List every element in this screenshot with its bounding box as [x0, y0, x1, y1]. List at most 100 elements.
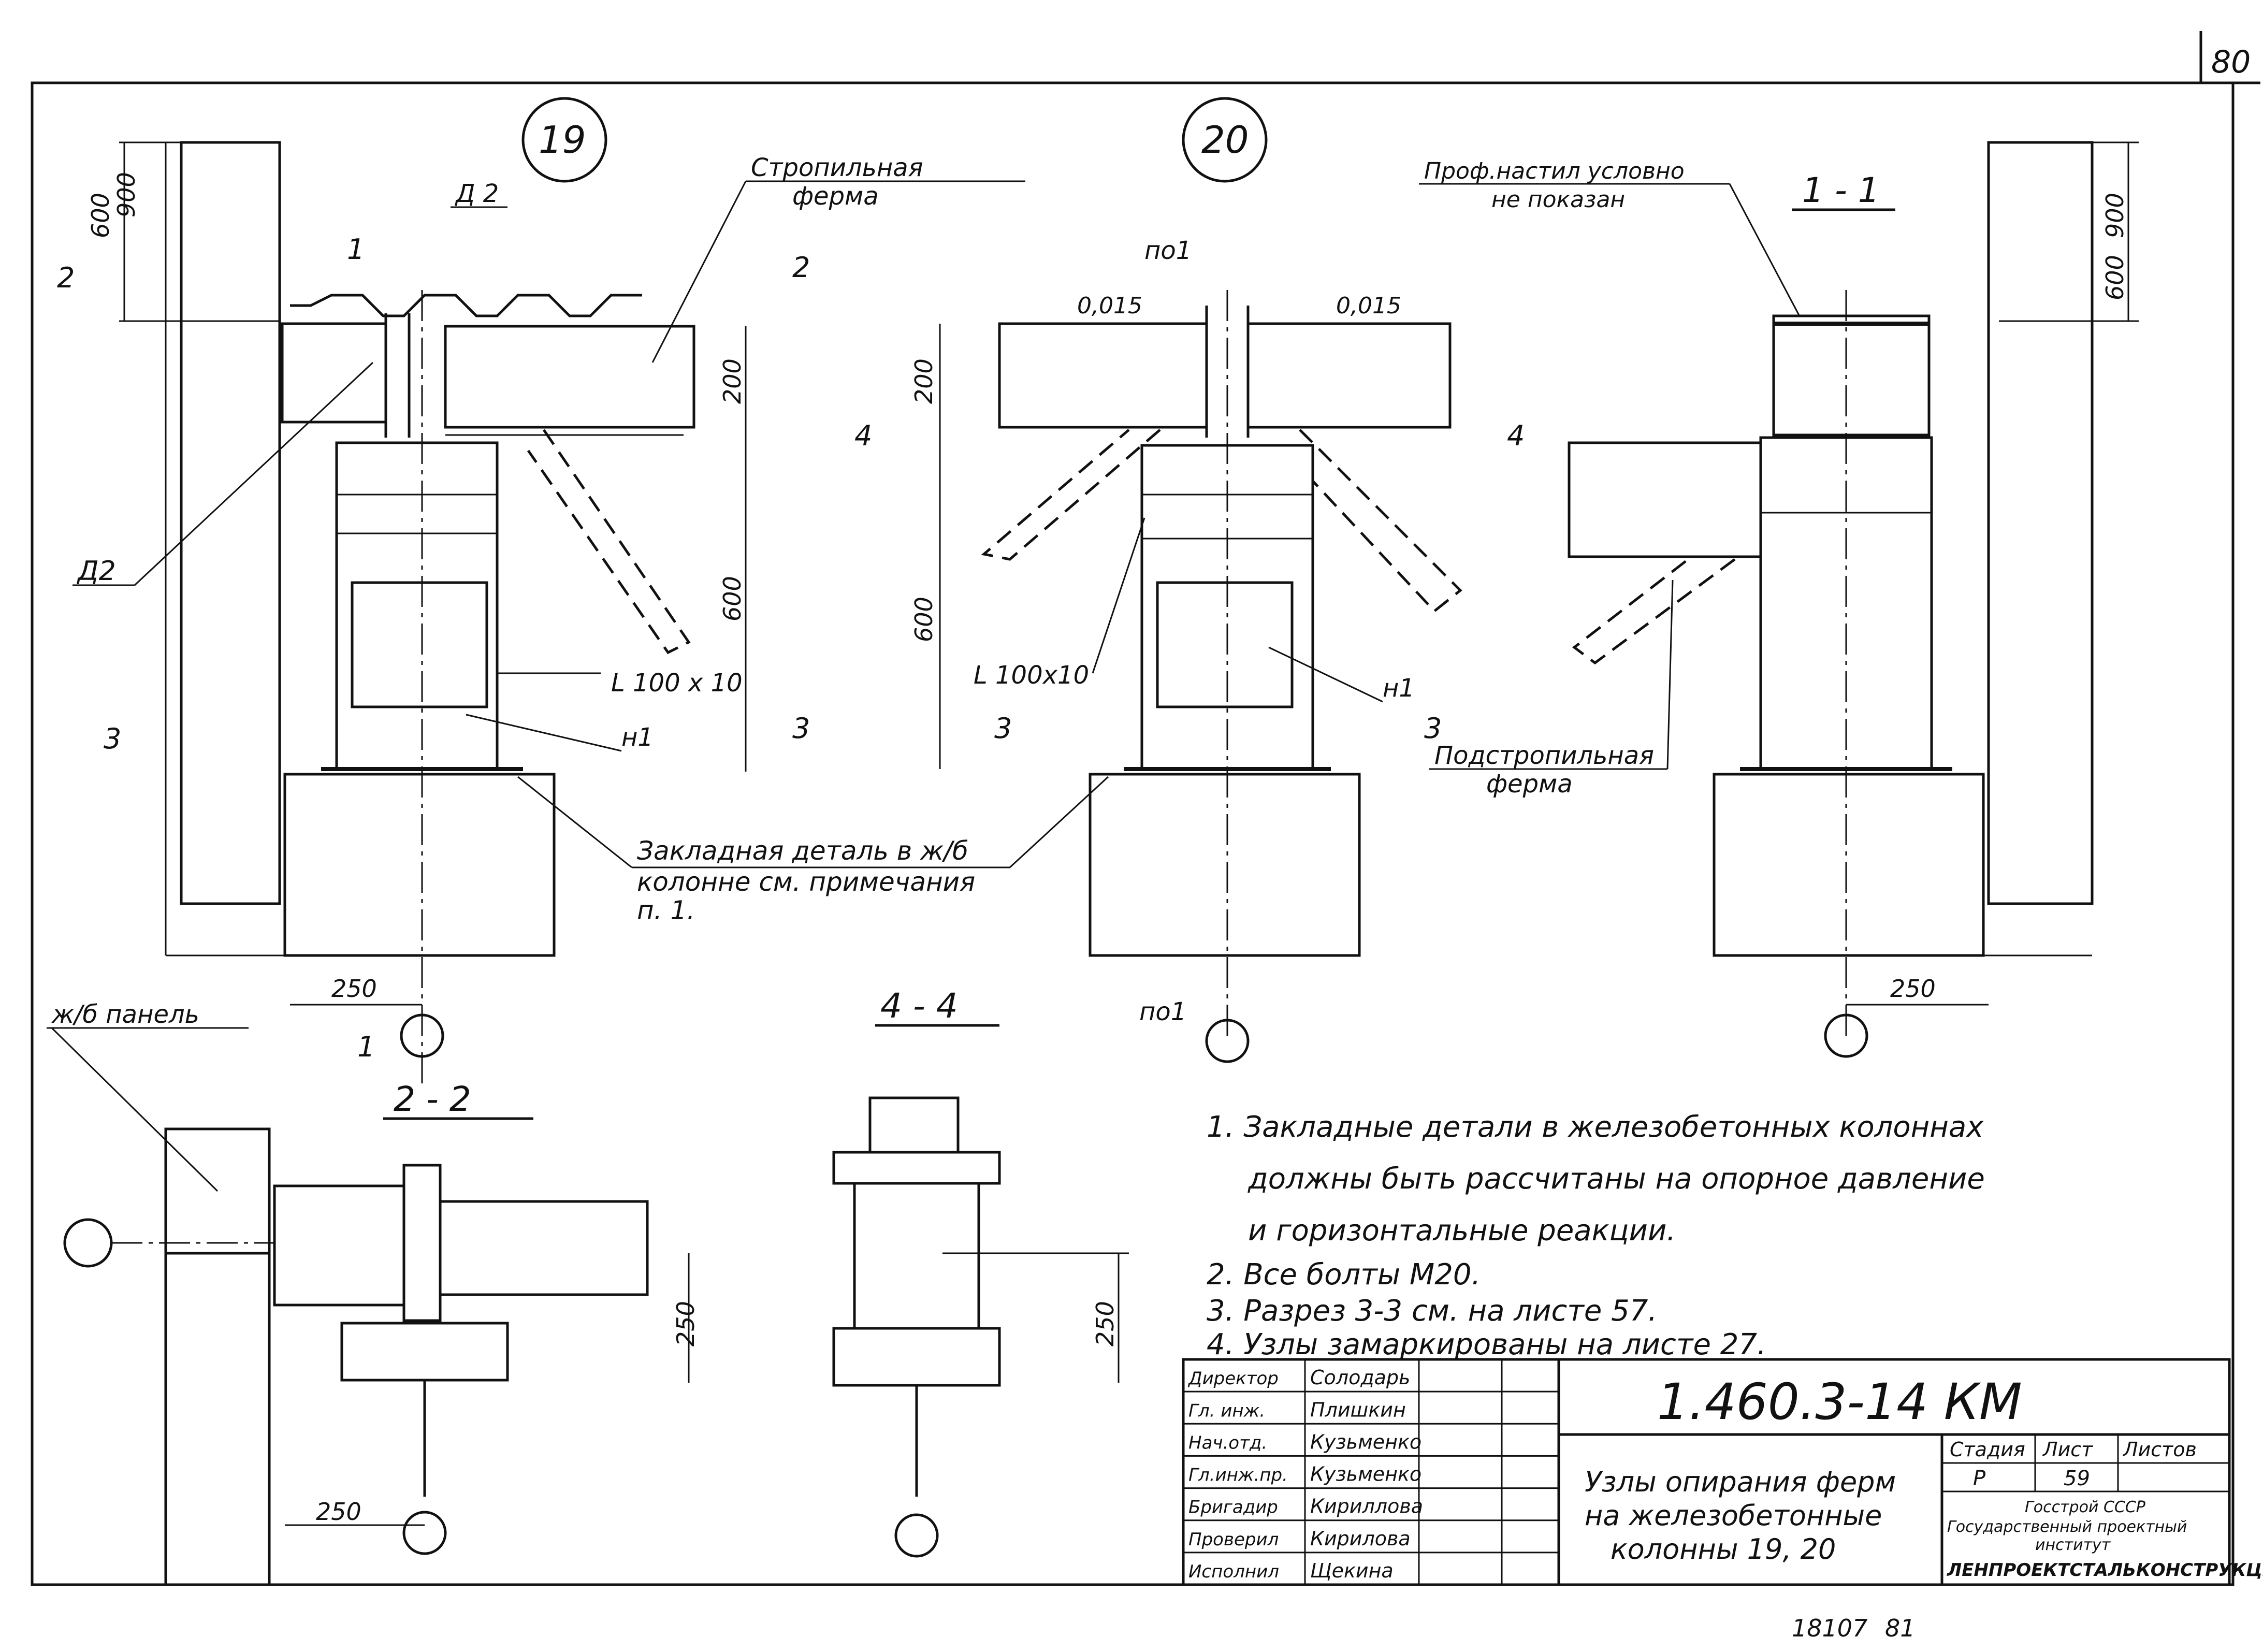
node-20-slope-left: 0,015: [1077, 293, 1142, 319]
node-19-bracket: [281, 322, 387, 424]
section-4-4-dim-250: 250: [1091, 1301, 1119, 1346]
section-1-1-dim-600: 600: [2101, 255, 2129, 300]
signature-name: Кузьменко: [1310, 1463, 1421, 1486]
section-1-1-title: 1 - 1: [1802, 170, 1880, 210]
node-20-cut-4-left: 4: [854, 419, 872, 452]
node-19-d2-leader: [134, 361, 374, 586]
node-19-d-label: Д 2: [455, 179, 499, 208]
section-1-1-subtruss-brace: [1572, 558, 1736, 665]
stage-header: Стадия: [1950, 1438, 2025, 1461]
drawing-title-1: Узлы опирания ферм: [1585, 1466, 1896, 1498]
section-1-1-concrete-column: [1713, 773, 1985, 957]
node-19-drawing: 19 Д 2 900 600 2 2 3 3 1 Стропильная фер…: [57, 97, 1025, 1088]
note-line-1: 1. Закладные детали в железобетонных кол…: [1207, 1110, 1984, 1144]
node-20-section-bottom: по1: [1139, 997, 1186, 1026]
footer-page: 81: [1885, 1614, 1916, 1642]
signature-name: Кузьменко: [1310, 1430, 1421, 1453]
org-line-2: Государственный проектный: [1947, 1518, 2187, 1536]
node-19-plate-label: н1: [621, 723, 654, 752]
section-1-1-note-2: не показан: [1491, 186, 1625, 213]
node-19-cut-2-left: 2: [57, 262, 75, 294]
stage-value: Р: [1973, 1467, 1986, 1490]
embedded-note-leader-right: [1009, 776, 1109, 868]
node-19-cut-3-right: 3: [792, 712, 810, 745]
node-20-cut-4-right: 4: [1507, 419, 1525, 452]
signature-role: Гл.инж.пр.: [1188, 1465, 1288, 1486]
section-1-1-subtruss: [1568, 441, 1762, 558]
node-20-concrete-column: [1089, 773, 1361, 957]
node-20-brace-right: [1283, 429, 1462, 613]
signature-name: Щекина: [1310, 1559, 1394, 1582]
section-1-1-dim-900: 900: [2101, 193, 2129, 238]
org-line-4: ЛЕНПРОЕКТСТАЛЬКОНСТРУКЦИЯ: [1947, 1560, 2263, 1581]
sheet-value: 59: [2064, 1467, 2090, 1490]
embedded-note-line-1: Закладная деталь в ж/б: [637, 836, 968, 866]
section-1-1-truss-end: [1772, 314, 1931, 437]
node-19-dim-250: 250: [331, 975, 377, 1003]
node-20-dim-200: 200: [910, 358, 938, 404]
node-20-truss-left: [998, 322, 1208, 429]
node-20-cutout: [1156, 581, 1294, 708]
section-4-4-upper-web: [868, 1096, 960, 1156]
section-2-2-axis-bubble: [63, 1218, 113, 1268]
node-19-dim-600-text: 600: [86, 193, 114, 238]
section-1-1-note-leader: [1729, 183, 1803, 322]
note-line-4: 2. Все болты М20.: [1207, 1258, 1481, 1292]
footer-code: 18107: [1792, 1614, 1867, 1642]
section-1-1-subtruss-label-2: ферма: [1486, 770, 1573, 799]
section-2-2-base-plate: [340, 1322, 509, 1382]
section-2-2-end-plate: [402, 1164, 442, 1322]
embedded-note-leader-left: [517, 776, 632, 868]
node-19-number: 19: [539, 118, 586, 162]
signature-name: Плишкин: [1310, 1398, 1406, 1421]
node-19-dim-900-text: 900: [112, 172, 140, 218]
section-1-1-note-1: Проф.настил условно: [1424, 158, 1685, 184]
section-4-4-base-plate: [832, 1327, 1001, 1387]
node-19-concrete-column: [283, 773, 556, 957]
section-1-1-dim-250: 250: [1890, 975, 1936, 1003]
node-19-dim-200: 200: [718, 358, 746, 404]
signature-name: Кирилова: [1310, 1527, 1411, 1550]
section-2-2-panel-leader: [51, 1027, 219, 1192]
section-1-1-axis-bubble: [1824, 1013, 1868, 1058]
section-4-4-top-flange: [832, 1151, 1001, 1185]
section-2-2-truss: [439, 1200, 649, 1296]
section-2-2-column-head: [273, 1184, 405, 1307]
section-2-2-title: 2 - 2: [394, 1079, 471, 1119]
node-20-plate-label: н1: [1383, 674, 1415, 703]
signature-role: Бригадир: [1188, 1497, 1278, 1518]
section-4-4-title: 4 - 4: [880, 986, 958, 1026]
node-19-axis-bubble: [400, 1013, 444, 1058]
node-20-cut-3-left: 3: [994, 712, 1012, 745]
note-line-3: и горизонтальные реакции.: [1248, 1214, 1676, 1248]
note-line-6: 4. Узлы замаркированы на листе 27.: [1207, 1328, 1766, 1361]
note-line-5: 3. Разрез 3-3 см. на листе 57.: [1207, 1294, 1657, 1328]
org-line-1: Госстрой СССР: [2025, 1498, 2146, 1516]
designation-code: 1.460.3-14 КМ: [1657, 1373, 2022, 1431]
node-19-wall-panel: [180, 141, 281, 905]
node-19-dim-600: 600: [718, 576, 746, 621]
section-2-2-drawing: 2 - 2 ж/б панель 250 250: [47, 1000, 700, 1586]
signature-role: Проверил: [1188, 1529, 1279, 1550]
node-19-cut-2-right: 2: [792, 251, 810, 284]
section-2-2-dim-250-h: 250: [316, 1498, 361, 1526]
title-block-frame: [1182, 1358, 2231, 1586]
signature-role: Нач.отд.: [1188, 1432, 1267, 1453]
embedded-note-line-3: п. 1.: [637, 895, 695, 925]
drawing-title-3: колонны 19, 20: [1611, 1533, 1836, 1566]
node-19-column-head: [335, 441, 499, 771]
section-4-4-axis-bubble: [894, 1513, 939, 1558]
signature-role: Гл. инж.: [1188, 1400, 1265, 1421]
node-19-diagonal-brace: [527, 429, 691, 655]
signature-name: Кириллова: [1310, 1495, 1423, 1518]
node-20-cut-3-right: 3: [1424, 712, 1442, 745]
signature-role: Директор: [1187, 1368, 1279, 1389]
section-1-1-subtruss-label-1: Подстропильная: [1434, 741, 1654, 770]
org-line-3: институт: [2035, 1536, 2111, 1554]
section-1-1-wall-panel: [1987, 141, 2094, 905]
section-2-2-bottom-bubble: [402, 1511, 447, 1555]
node-20-angle-label: L 100x10: [974, 661, 1089, 690]
node-19-truss-label-1: Стропильная: [751, 153, 923, 182]
drawing-title-2: на железобетонные: [1585, 1499, 1882, 1532]
note-line-2: должны быть рассчитаны на опорное давлен…: [1247, 1162, 1985, 1196]
